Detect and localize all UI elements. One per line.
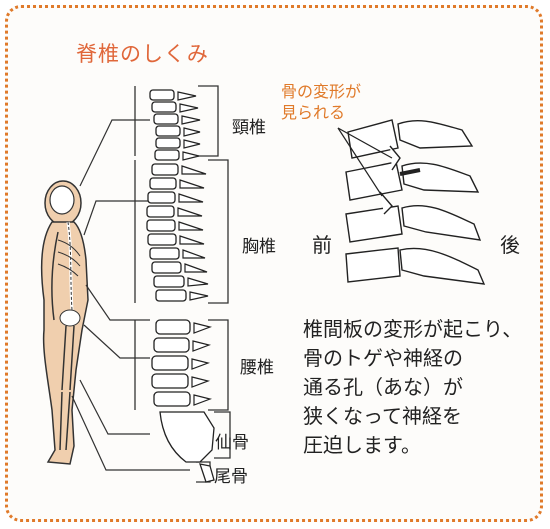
vertebral-column <box>147 90 214 482</box>
description-line-5: 圧迫します。 <box>303 431 522 460</box>
label-cervical: 頸椎 <box>232 113 266 138</box>
human-figure <box>42 181 88 464</box>
deformation-note: 骨の変形が 見られる <box>281 81 361 123</box>
description-line-1: 椎間板の変形が起こり、 <box>303 315 522 344</box>
label-thoracic: 胸椎 <box>242 232 276 257</box>
description-line-4: 狭くなって神経を <box>303 402 522 431</box>
label-coccyx: 尾骨 <box>214 462 248 487</box>
label-sacrum: 仙骨 <box>215 428 249 453</box>
label-front: 前 <box>312 229 332 258</box>
description-line-2: 骨のトゲや神経の <box>303 344 522 373</box>
note-line-2: 見られる <box>281 102 361 123</box>
note-line-1: 骨の変形が <box>281 81 361 102</box>
description-line-3: 通る孔（あな）が <box>303 373 522 402</box>
label-back: 後 <box>500 229 520 258</box>
description-text: 椎間板の変形が起こり、 骨のトゲや神経の 通る孔（あな）が 狭くなって神経を 圧… <box>303 315 522 460</box>
label-lumbar: 腰椎 <box>240 353 274 378</box>
